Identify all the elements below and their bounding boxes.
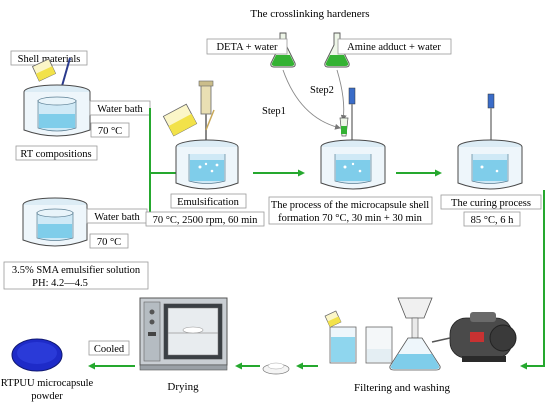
curing-cond-box [463, 211, 521, 227]
shell-process-line2: formation 70 °C, 30 min + 30 min [278, 213, 422, 224]
rt-compositions-box [15, 145, 98, 161]
oven-icon [139, 297, 228, 371]
emulsification-cond-label: 70 °C, 2500 rpm, 60 min [153, 215, 259, 226]
temp-2-label: 70 °C [97, 237, 121, 248]
flask-icon [324, 32, 350, 68]
water-bath-2-label: Water bath [94, 212, 140, 223]
step2-label: Step2 [310, 85, 334, 96]
sma-solution-line1: 3.5% SMA emulsifier solution [12, 265, 141, 276]
curing-box [440, 194, 542, 210]
curing-beaker [457, 139, 523, 190]
amine-water-box [337, 38, 452, 55]
water-bath-beaker-1 [23, 84, 91, 137]
funnel-icon [389, 297, 451, 371]
emulsification-label: Emulsification [177, 197, 240, 208]
beaker-icon [162, 103, 198, 137]
step1-arrow [282, 69, 341, 130]
vacuum-pump-icon [449, 312, 517, 362]
curing-label: The curing process [451, 198, 531, 209]
water-bath-beaker-2 [22, 197, 88, 247]
drying-label: Drying [167, 381, 199, 393]
petri-dish-icon [262, 362, 290, 375]
amine-water-label: Amine adduct + water [347, 42, 441, 53]
beaker-icon [365, 326, 393, 364]
powder-dish-icon [11, 338, 63, 372]
step1-label: Step1 [262, 106, 286, 117]
filtering-label: Filtering and washing [354, 382, 450, 394]
cooled-label: Cooled [94, 344, 125, 355]
cooled-box [88, 340, 130, 356]
emulsification-cond-box [145, 211, 265, 227]
shell-process-box [268, 196, 433, 225]
temp-1-box [90, 122, 130, 138]
emulsification-box [170, 193, 247, 209]
rt-compositions-label: RT compositions [20, 149, 91, 160]
dropping-funnel [339, 117, 349, 137]
beaker-icon [329, 326, 357, 364]
sma-solution-box [3, 261, 149, 290]
hardeners-title: The crosslinking hardeners [250, 8, 369, 20]
emulsification-beaker [175, 139, 239, 190]
deta-water-label: DETA + water [216, 42, 278, 53]
beaker-icon [31, 58, 57, 82]
product-line1: RTPUU microcapsule [1, 378, 94, 389]
curing-cond-label: 85 °C, 6 h [471, 215, 514, 226]
shell-formation-beaker [320, 139, 386, 190]
shell-process-line1: The process of the microcapsule shell [271, 200, 429, 211]
arrow-curing-to-filtering [526, 190, 545, 367]
deta-water-box [206, 38, 288, 55]
sma-solution-line2: PH: 4.2—4.5 [32, 278, 88, 289]
product-line2: powder [31, 391, 63, 402]
water-bath-1-label: Water bath [97, 104, 143, 115]
temp-1-label: 70 °C [98, 126, 122, 137]
beaker-icon [324, 310, 342, 328]
temp-2-box [89, 233, 129, 249]
step2-arrow [336, 69, 347, 121]
